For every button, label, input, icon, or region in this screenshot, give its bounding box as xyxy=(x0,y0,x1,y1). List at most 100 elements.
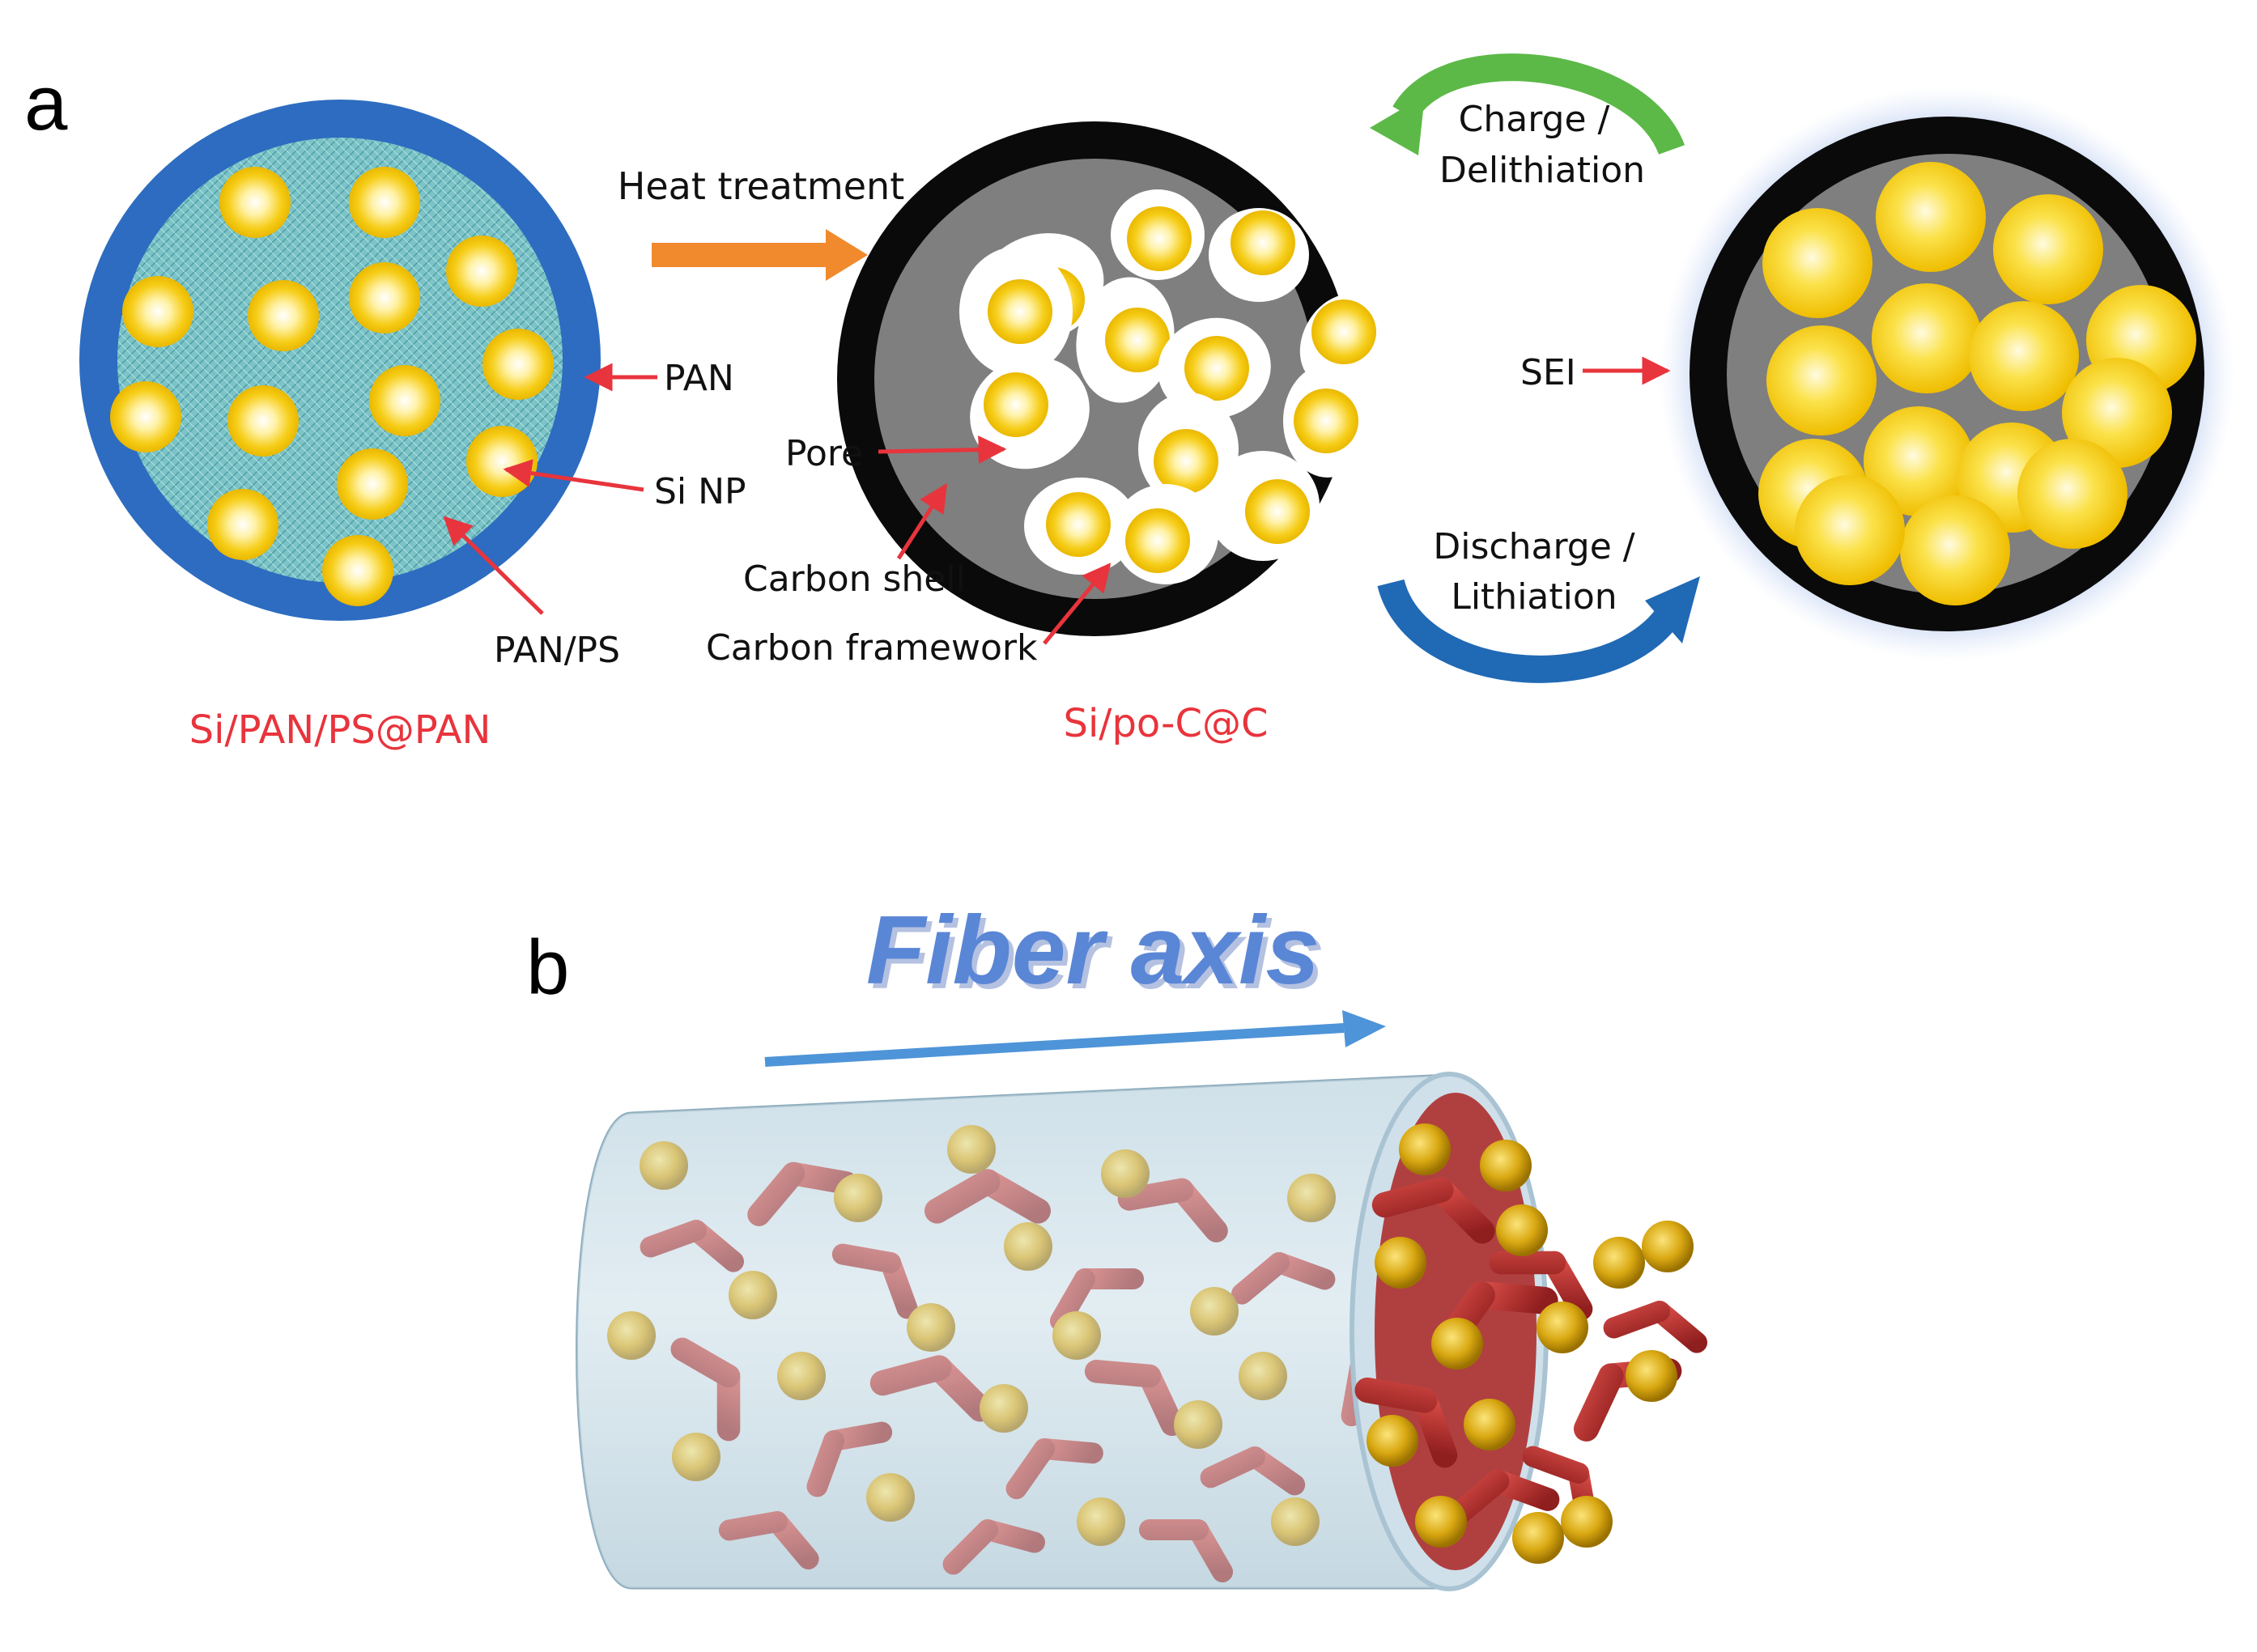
pan-ps-pointer xyxy=(443,516,544,615)
fiber-tube xyxy=(576,1072,1708,1591)
lithiated-si xyxy=(1762,208,1872,318)
branch-arm xyxy=(869,1355,952,1396)
si-ball xyxy=(1537,1302,1588,1353)
lithiated-si xyxy=(1876,162,1986,272)
si-np-pointer xyxy=(503,459,644,492)
lithiated-si xyxy=(1969,301,2079,411)
si-ball xyxy=(1642,1221,1694,1272)
carbon-branch xyxy=(640,1171,745,1272)
branch-arm xyxy=(1489,1251,1566,1275)
si-np xyxy=(446,236,517,307)
si-nanoparticles xyxy=(110,167,554,606)
branch-arm xyxy=(718,1511,788,1541)
si-np xyxy=(1245,479,1310,544)
si-np xyxy=(1311,299,1376,364)
lithiated-si xyxy=(1795,475,1905,585)
branch-arm xyxy=(747,1161,805,1226)
branch-arm xyxy=(1231,1252,1290,1305)
state1-cross-section xyxy=(79,100,601,621)
label-discharge: Discharge / xyxy=(1433,526,1634,567)
label-carbon-framework: Carbon framework xyxy=(706,627,1038,669)
si-ball xyxy=(1496,1204,1548,1256)
branch-arm xyxy=(1005,1438,1055,1500)
label-pan-ps: PAN/PS xyxy=(494,630,620,671)
lithiated-si xyxy=(1993,194,2103,304)
si-ball xyxy=(1271,1497,1320,1546)
lithiated-si xyxy=(1900,495,2010,605)
si-np xyxy=(1105,308,1170,372)
discharge-arrow-body xyxy=(1377,578,1689,683)
si-ball xyxy=(1174,1400,1222,1449)
si-np xyxy=(122,276,193,347)
si-np xyxy=(322,535,393,606)
si-ball xyxy=(1593,1237,1645,1289)
si-np xyxy=(1294,389,1358,453)
carbon-branch xyxy=(1489,1204,1593,1321)
pore-pointer xyxy=(878,435,1007,465)
si-np xyxy=(227,385,299,457)
carbon-branch xyxy=(1049,1226,1145,1331)
branch-arm xyxy=(942,1519,998,1575)
branch-arm xyxy=(1049,1268,1095,1331)
si-np xyxy=(207,489,278,560)
pan-ps-core xyxy=(117,138,563,583)
fiber-axis-arrow-head xyxy=(1342,1010,1386,1047)
si-ball xyxy=(866,1473,915,1522)
si-ball xyxy=(729,1271,777,1319)
state2-callouts: Pore Carbon shell Carbon framework xyxy=(706,433,1111,669)
panel-a: a PAN Si NP PAN/PS Si/PAN/PS@PAN Heat tr… xyxy=(24,53,2234,753)
si-ball xyxy=(1464,1399,1515,1450)
heat-treatment: Heat treatment xyxy=(618,164,905,281)
carbon-framework-pointer xyxy=(1043,563,1111,645)
cycle-arrows: Charge / Delithiation Discharge / Lithia… xyxy=(1370,53,1700,683)
si-np xyxy=(1127,206,1192,271)
charge-arrow-head xyxy=(1370,96,1425,155)
carbon-branch xyxy=(792,1393,893,1497)
si-ball xyxy=(1190,1287,1239,1336)
branch-arm xyxy=(1573,1363,1624,1442)
si-np xyxy=(248,280,319,351)
label-heat-treatment: Heat treatment xyxy=(618,164,905,208)
label-charge: Charge / xyxy=(1459,99,1610,140)
fiber-axis-arrow xyxy=(764,1010,1386,1067)
branch-arm xyxy=(1603,1301,1670,1339)
si-np xyxy=(349,167,420,238)
si-np xyxy=(1231,210,1295,275)
pores xyxy=(959,189,1380,584)
si-ball xyxy=(1004,1222,1052,1271)
si-np xyxy=(337,448,408,520)
fiber-axis-title: Fiber axis xyxy=(866,896,1320,1004)
si-ball xyxy=(1431,1318,1483,1370)
branch-arm xyxy=(831,1243,901,1273)
si-np xyxy=(1046,492,1111,557)
label-lithiation: Lithiation xyxy=(1451,576,1617,618)
fiber-axis-arrow-line xyxy=(764,1023,1345,1067)
si-ball xyxy=(1101,1149,1150,1198)
si-np xyxy=(349,262,420,333)
state1-callouts: PAN Si NP PAN/PS xyxy=(443,358,746,671)
state1-caption: Si/PAN/PS@PAN xyxy=(189,707,491,753)
branch-arm xyxy=(640,1220,707,1258)
carbon-branch xyxy=(1231,1204,1336,1305)
lithiated-si xyxy=(2062,358,2172,468)
lithiated-si-particles xyxy=(1758,162,2196,605)
si-ball xyxy=(1052,1311,1101,1360)
carbon-branch xyxy=(718,1465,819,1569)
si-ball xyxy=(834,1174,882,1222)
si-ball xyxy=(1077,1497,1125,1546)
label-si-np: Si NP xyxy=(654,471,746,512)
si-ball xyxy=(947,1125,996,1174)
carbon-branch xyxy=(942,1472,1045,1575)
carbon-branch xyxy=(1200,1398,1306,1496)
si-np xyxy=(988,279,1052,344)
si-np xyxy=(369,365,440,436)
label-carbon-shell: Carbon shell xyxy=(743,558,966,600)
lithiated-si xyxy=(1766,325,1877,435)
carbon-branch xyxy=(747,1111,858,1226)
carbon-branch xyxy=(831,1215,933,1319)
si-np xyxy=(1125,508,1190,573)
si-np xyxy=(1184,336,1249,401)
branch-arm xyxy=(1138,1518,1209,1540)
si-ball xyxy=(607,1311,656,1360)
